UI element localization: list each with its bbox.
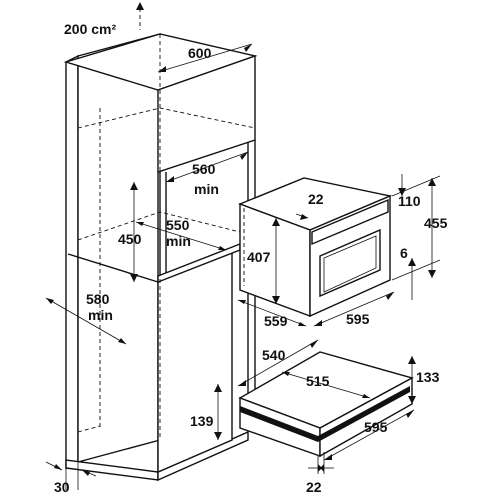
dim-595-oven-arrow-right	[386, 292, 394, 300]
dim-550-label: 550	[166, 217, 190, 233]
dim-133-arrow-bottom	[408, 396, 416, 404]
dim-595-oven-arrow-left	[314, 320, 322, 326]
dim-515-label: 515	[306, 373, 330, 389]
dim-580-arrow-left	[46, 298, 54, 304]
oven-window-inner	[323, 235, 377, 293]
dim-30-label: 30	[54, 479, 70, 495]
dim-580-label: 580	[86, 291, 110, 307]
dim-580-line	[45, 297, 127, 345]
dim-450-arrow-bottom	[130, 274, 138, 282]
dim-560-line	[165, 151, 249, 183]
dim-30-arrow-left	[54, 464, 62, 470]
dim-540-arrow-right	[310, 340, 318, 348]
dim-30-arrow-right	[82, 470, 90, 476]
dim-600-arrow-right	[244, 44, 252, 52]
dim-139-arrow-top	[214, 384, 222, 392]
dim-455-arrow-bottom	[428, 270, 436, 278]
dim-407-arrow-bottom	[272, 296, 280, 304]
drawer-front-band	[318, 386, 410, 442]
dim-515-line	[281, 371, 371, 399]
dim-580-arrow-right	[118, 338, 126, 344]
oven-control-panel	[311, 198, 389, 246]
dim-595-drawer-label: 595	[364, 419, 388, 435]
oven-window	[319, 228, 381, 298]
dim-559-label: 559	[264, 313, 288, 329]
dim-407-label: 407	[247, 249, 271, 265]
cabinet-plinth-left	[65, 459, 159, 481]
dim-580-min: min	[88, 307, 113, 323]
dim-455-arrow-top	[428, 178, 436, 186]
dim-22-top-arrow	[300, 214, 308, 220]
dim-559-arrow-left	[238, 300, 246, 304]
dim-595-drawer-line	[323, 409, 415, 461]
dim-133-label: 133	[416, 369, 440, 385]
dim-6-arrow	[408, 258, 416, 266]
dim-600-line	[157, 43, 253, 73]
dim-540-arrow-left	[238, 380, 246, 386]
dim-455-ext-top	[391, 175, 441, 197]
dim-550-arrow-right	[218, 246, 226, 250]
cabinet-dimensions: 600 560 min 450 550 min 580 min 30	[45, 43, 253, 495]
cabinet-left-edge	[65, 54, 79, 470]
dim-600-arrow-left	[158, 66, 166, 72]
dim-595-oven-line	[313, 291, 395, 327]
dim-559-arrow-right	[298, 322, 306, 326]
dim-110-arrow	[398, 188, 406, 196]
cabinet-plinth-front	[157, 430, 249, 482]
drawer-side-band	[240, 406, 318, 442]
dim-22-top-label: 22	[308, 191, 324, 207]
dim-550-min: min	[166, 233, 191, 249]
oven-unit: 22 455 110 6 407 559 595	[237, 174, 448, 329]
dim-407-arrow-top	[272, 218, 280, 226]
niche-shelf-back	[67, 253, 159, 283]
dim-455-ext-bottom	[391, 259, 441, 281]
dim-515-arrow-right	[362, 394, 370, 398]
dim-22-bottom-label: 22	[306, 479, 322, 495]
dim-595-oven-label: 595	[346, 311, 370, 327]
dim-560-arrow-right	[240, 152, 248, 160]
warming-drawer: 540 515 133 139 595 22	[190, 339, 440, 495]
vent-label: 200 cm²	[64, 21, 116, 37]
ventilation-marker: 200 cm²	[64, 2, 144, 37]
dim-595-drawer-arrow-left	[324, 454, 332, 460]
dim-139-label: 139	[190, 413, 214, 429]
dim-550-line	[135, 221, 227, 251]
dim-560-min: min	[194, 181, 219, 197]
dim-455-label: 455	[424, 215, 448, 231]
dim-540-label: 540	[262, 347, 286, 363]
dim-540-line	[237, 339, 319, 387]
base-dashed	[77, 425, 101, 433]
dim-22-bottom-arrow-right	[320, 464, 324, 472]
dim-559-line	[237, 299, 307, 327]
dim-110-label: 110	[398, 193, 421, 209]
dim-560-label: 560	[192, 161, 216, 177]
dim-595-drawer-arrow-right	[406, 410, 414, 418]
dim-600-label: 600	[188, 45, 212, 61]
cabinet-left-side	[77, 33, 161, 463]
dim-450-arrow-top	[130, 182, 138, 190]
dim-550-arrow-left	[136, 222, 144, 226]
dim-6-label: 6	[400, 245, 408, 261]
vent-arrow-head	[136, 2, 144, 10]
dim-450-label: 450	[118, 231, 142, 247]
dim-139-arrow-bottom	[214, 432, 222, 440]
tall-cabinet	[63, 33, 258, 490]
cabinet-lower-front	[157, 248, 233, 474]
dim-133-arrow-top	[408, 356, 416, 364]
dim-560-arrow-left	[166, 176, 174, 182]
dim-515-arrow-left	[282, 372, 290, 376]
